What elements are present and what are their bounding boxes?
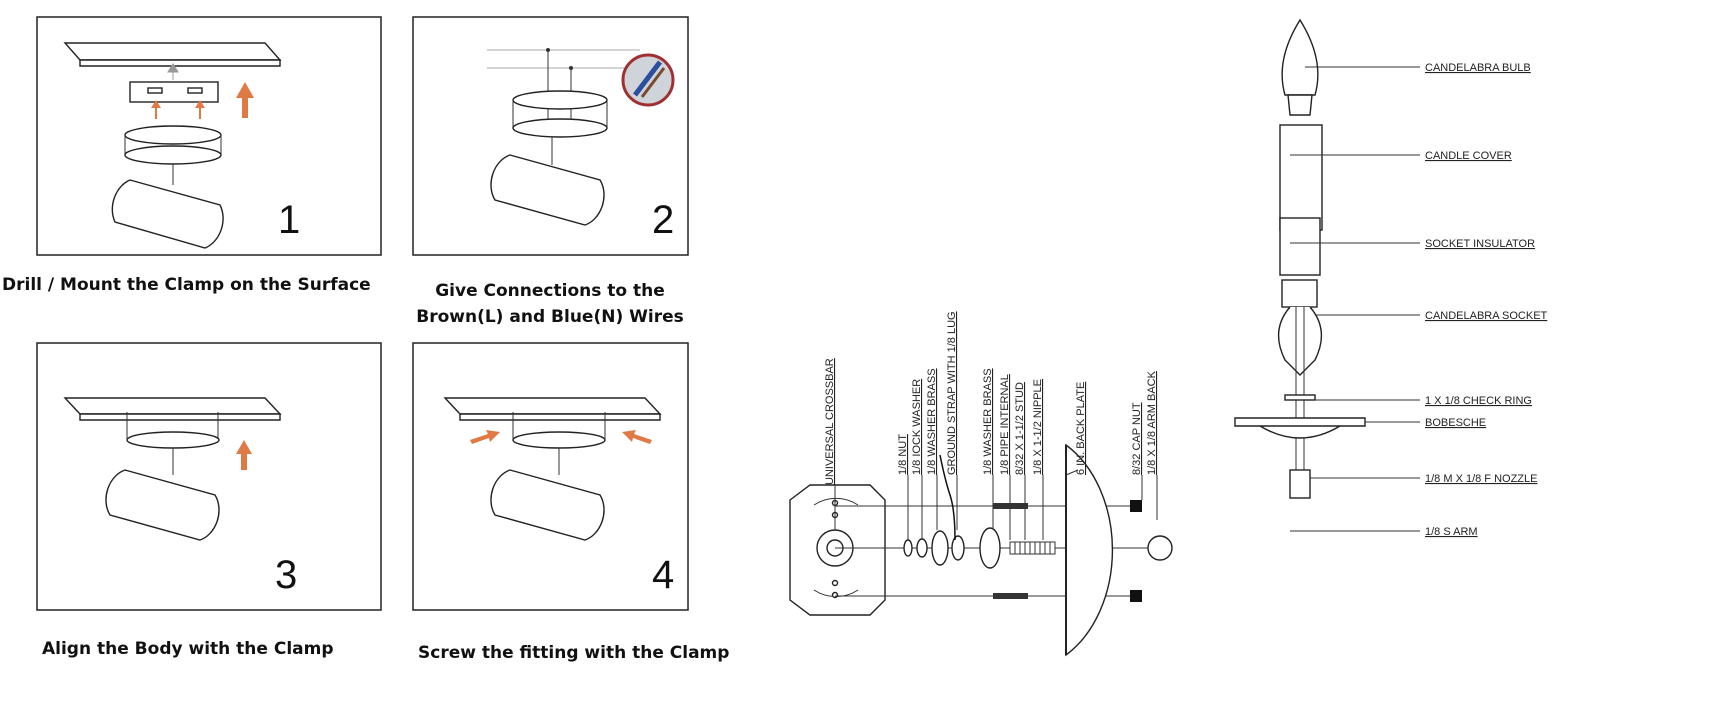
label-nozzle: 1/8 M X 1/8 F NOZZLE bbox=[1425, 473, 1537, 485]
label-cap-nut: 8/32 CAP NUT bbox=[1131, 402, 1143, 475]
step-number: 1 bbox=[278, 198, 300, 242]
label-s-arm: 1/8 S ARM bbox=[1425, 526, 1478, 538]
label-bobesche: BOBESCHE bbox=[1425, 417, 1486, 429]
label-check-ring: 1 X 1/8 CHECK RING bbox=[1425, 395, 1532, 407]
label-candelabra-bulb: CANDELABRA BULB bbox=[1425, 62, 1531, 74]
label-lock-washer: 1/8 IOCK WASHER bbox=[911, 379, 923, 475]
step-4-caption: Screw the fitting with the Clamp bbox=[418, 643, 729, 663]
spotlight-body bbox=[111, 179, 224, 249]
label-universal-crossbar: UNIVERSAL CROSSBAR bbox=[824, 358, 836, 485]
label-candle-cover: CANDLE COVER bbox=[1425, 150, 1512, 162]
label-arm-back: 1/8 X 1/8 ARM BACK bbox=[1146, 370, 1158, 475]
arrow-up-icon bbox=[236, 440, 252, 470]
label-candelabra-socket: CANDELABRA SOCKET bbox=[1425, 310, 1548, 322]
step-number: 2 bbox=[652, 198, 674, 242]
arrow-left-icon bbox=[622, 430, 652, 444]
arrow-up-icon bbox=[151, 100, 161, 119]
back-plate bbox=[1065, 443, 1114, 657]
step-number: 4 bbox=[652, 553, 674, 597]
label-nut: 1/8 NUT bbox=[897, 434, 909, 475]
exploded-parts-drawing bbox=[789, 18, 1366, 657]
step-1-caption: Drill / Mount the Clamp on the Surface bbox=[2, 275, 371, 295]
vertical-labels: UNIVERSAL CROSSBAR 1/8 NUT 1/8 IOCK WASH… bbox=[824, 311, 1158, 540]
step-3-panel: 3 bbox=[36, 342, 382, 611]
right-labels: CANDELABRA BULB CANDLE COVER SOCKET INSU… bbox=[1290, 62, 1548, 538]
label-pipe-internal: 1/8 PIPE INTERNAL bbox=[999, 374, 1011, 475]
label-stud: 8/32 X 1-1/2 STUD bbox=[1014, 382, 1026, 475]
step-number: 3 bbox=[275, 553, 297, 597]
arrow-up-icon bbox=[195, 100, 205, 119]
step-3-caption: Align the Body with the Clamp bbox=[42, 639, 334, 659]
arrow-up-icon bbox=[236, 82, 254, 118]
step-4-panel: 4 bbox=[412, 342, 689, 611]
ceiling-plate bbox=[63, 42, 282, 61]
mounting-clamp bbox=[129, 81, 219, 103]
candle-cover bbox=[1279, 124, 1323, 231]
label-ground-strap: GROUND STRAP WITH 1/8 LUG bbox=[946, 311, 958, 475]
label-washer-brass-2: 1/8 WASHER BRASS bbox=[982, 368, 994, 475]
step-1-panel: 1 bbox=[36, 16, 382, 256]
step-2-panel: 2 bbox=[412, 16, 689, 256]
arrow-right-icon bbox=[470, 430, 500, 444]
step-2-caption-line2: Brown(L) and Blue(N) Wires bbox=[416, 307, 684, 327]
label-back-plate: 6 IN. BACK PLATE bbox=[1075, 382, 1087, 475]
label-socket-insulator: SOCKET INSULATOR bbox=[1425, 238, 1535, 250]
label-washer-brass: 1/8 WASHER BRASS bbox=[926, 368, 938, 475]
label-nipple: 1/8 X 1-1/2 NIPPLE bbox=[1032, 379, 1044, 475]
step-2-caption-line1: Give Connections to the bbox=[435, 281, 665, 301]
bulb bbox=[1281, 18, 1319, 96]
